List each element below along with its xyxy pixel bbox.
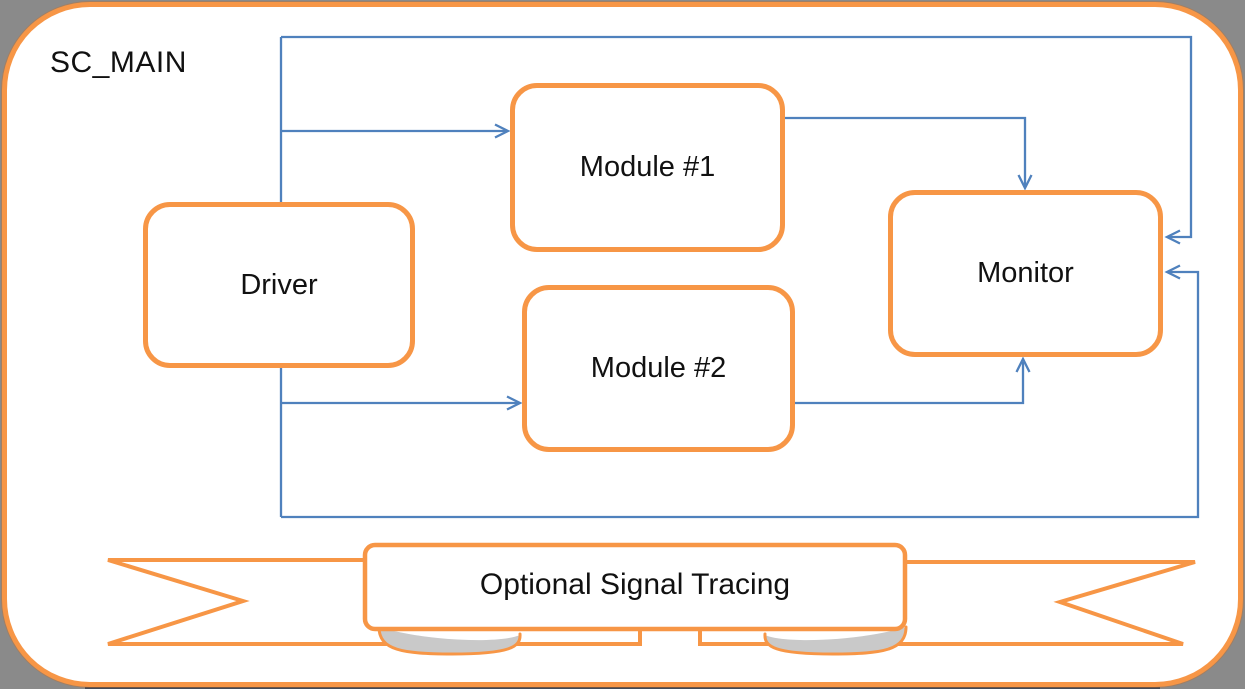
- node-module2-label: Module #2: [590, 352, 727, 384]
- node-module1-label: Module #1: [579, 151, 716, 183]
- arrowhead-top-loop-left: [1164, 229, 1181, 245]
- ribbon-label: Optional Signal Tracing: [479, 568, 791, 601]
- ribbon-left-curl-shadow: [379, 627, 521, 654]
- connector-top-loop: [281, 35, 1193, 239]
- connector-module1-monitor: [785, 116, 1027, 186]
- arrowhead-module1-right: [494, 123, 511, 139]
- ribbon-right-curl-shadow: [764, 627, 906, 654]
- ribbon-left-curl-outline: [377, 625, 522, 656]
- connector-module2-monitor: [795, 362, 1025, 405]
- arrowhead-monitor-bottom-up: [1015, 356, 1031, 373]
- ribbon-center-panel: [362, 542, 908, 632]
- arrowhead-module2-right: [506, 395, 523, 411]
- arrowhead-bottom-loop-left: [1164, 264, 1181, 280]
- arrowhead-monitor-top-down: [1017, 174, 1033, 191]
- node-monitor: Monitor: [888, 190, 1163, 357]
- connector-bottom-loop: [281, 270, 1200, 519]
- node-driver: Driver: [143, 202, 415, 368]
- sc-main-label: SC_MAIN: [50, 46, 187, 79]
- node-monitor-label: Monitor: [977, 257, 1074, 289]
- node-module1: Module #1: [510, 83, 785, 252]
- node-module2: Module #2: [522, 285, 795, 452]
- bottom-edge-line: [85, 687, 1160, 689]
- ribbon-right-curl-outline: [763, 625, 908, 656]
- ribbon-group: [107, 542, 1196, 656]
- node-driver-label: Driver: [240, 268, 318, 301]
